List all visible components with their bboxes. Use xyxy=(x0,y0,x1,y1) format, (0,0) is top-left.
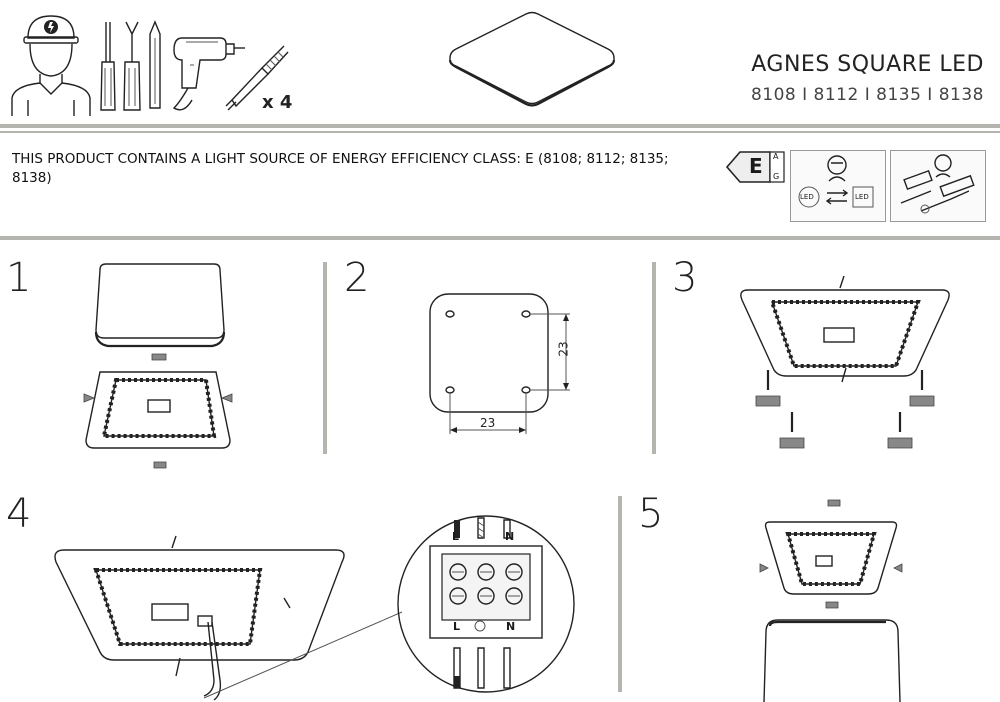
divider-top-thin xyxy=(0,131,1000,133)
step-divider-2-3 xyxy=(652,262,656,454)
screw-quantity: x 4 xyxy=(262,92,293,113)
terminal-bottom-l: L xyxy=(453,620,461,633)
terminal-top-l: L xyxy=(452,530,460,543)
energy-scale-bottom: G xyxy=(773,172,780,181)
led-tag-left: LED xyxy=(800,193,814,201)
step-5-illustration xyxy=(759,499,903,702)
step-5-number: 5 xyxy=(638,491,664,537)
led-replace-box: LED LED xyxy=(790,150,886,222)
terminal-bottom-n: N xyxy=(506,620,516,633)
step-1-illustration xyxy=(83,263,233,469)
screwdriver-icon xyxy=(100,20,161,111)
energy-label-icon xyxy=(725,151,785,183)
terminal-block-detail xyxy=(397,515,575,693)
drill-icon xyxy=(172,37,245,111)
step-2-mounting-template xyxy=(429,293,570,434)
dimension-vertical: 23 xyxy=(556,341,571,357)
driver-replace-box xyxy=(890,150,986,222)
step-3-illustration xyxy=(740,275,950,449)
energy-statement: THIS PRODUCT CONTAINS A LIGHT SOURCE OF … xyxy=(12,151,669,186)
model-numbers: 8108 I 8112 I 8135 I 8138 xyxy=(750,85,984,105)
terminal-top-n: N xyxy=(505,530,515,543)
step-1-number: 1 xyxy=(6,255,32,301)
dimension-horizontal: 23 xyxy=(480,416,496,430)
led-tag-right: LED xyxy=(855,193,869,201)
wall-anchor-icon xyxy=(225,45,289,111)
divider-top xyxy=(0,124,1000,128)
lamp-product-icon xyxy=(448,11,616,107)
step-3-number: 3 xyxy=(672,255,698,301)
divider-middle xyxy=(0,236,1000,240)
energy-scale-top: A xyxy=(773,152,779,161)
step-4-number: 4 xyxy=(6,491,32,537)
step-4-illustration xyxy=(54,535,403,701)
energy-class-letter: E xyxy=(749,154,763,178)
step-divider-4-5 xyxy=(618,496,622,692)
step-divider-1-2 xyxy=(323,262,327,454)
led-replace-icon xyxy=(798,155,874,208)
electrician-icon xyxy=(11,15,91,116)
step-2-number: 2 xyxy=(344,255,370,301)
driver-replace-icon xyxy=(900,154,975,214)
product-title: AGNES SQUARE LED xyxy=(751,52,984,77)
